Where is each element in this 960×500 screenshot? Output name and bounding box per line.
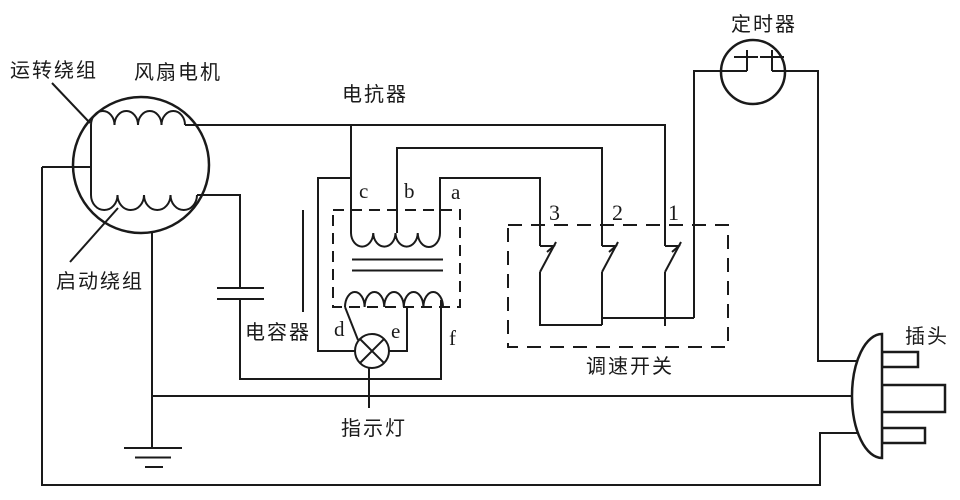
tap-f-label: f: [449, 326, 456, 350]
indicator-lamp-symbol: [354, 333, 390, 408]
tap-d-wire: [344, 306, 359, 341]
speed-switch-symbol: [507, 224, 729, 348]
switch-contact-2: [601, 241, 619, 325]
contact-2-barb: [608, 244, 618, 253]
starting-winding-pointer: [69, 207, 119, 263]
reactor-symbol: [332, 209, 461, 308]
fan-motor-label: 风扇电机: [134, 61, 222, 84]
switch-position-2-label: 2: [612, 200, 623, 225]
plug-prong-middle: [880, 383, 947, 414]
switch-position-1-label: 1: [668, 200, 679, 225]
speed-switch-label: 调速开关: [586, 355, 674, 378]
ground-symbol: [124, 447, 182, 468]
plug-label: 插头: [905, 325, 949, 348]
capacitor-symbol: [217, 210, 304, 312]
indicator-light-label: 指示灯: [341, 417, 407, 440]
running-winding-coil: [90, 110, 186, 126]
tap-b-wire: [396, 147, 603, 246]
running-winding-label: 运转绕组: [10, 59, 98, 82]
tap-a-wire: [439, 177, 541, 246]
timer-circle: [719, 38, 787, 106]
reactor-label: 电抗器: [342, 83, 408, 106]
lamp-cross: [359, 338, 385, 364]
plug-prong-bottom: [880, 426, 927, 445]
tap-e-wire: [389, 307, 408, 352]
timer-label: 定时器: [731, 13, 797, 36]
wiring: [41, 70, 862, 486]
tap-c-label: c: [359, 179, 368, 203]
capacitor-label: 电容器: [245, 321, 311, 344]
starting-winding-label: 启动绕组: [56, 270, 144, 293]
timer-to-plug-wire: [772, 70, 862, 362]
plug-symbol: [850, 332, 947, 460]
contact-3-output: [539, 272, 602, 326]
contact-1-barb: [671, 244, 681, 253]
switch-position-3-label: 3: [549, 200, 560, 225]
starting-winding-coil: [90, 194, 198, 211]
top-rail-wire: [185, 124, 666, 246]
plug-body: [850, 332, 884, 460]
tap-d-label: d: [334, 317, 345, 341]
fan-motor-symbol: [71, 95, 211, 235]
lamp-left-riser-wire: [317, 177, 355, 352]
motor-circle: [71, 95, 211, 235]
switch-contact-1: [664, 241, 682, 326]
timer-symbol: [719, 38, 787, 106]
capacitor-to-f-wire: [239, 299, 442, 380]
plug-prong-top: [880, 350, 920, 369]
running-winding-pointer: [51, 82, 91, 124]
reactor-top-coil: [350, 232, 441, 248]
tap-e-label: e: [391, 319, 400, 343]
bottom-loop-wire: [41, 167, 858, 486]
starting-to-capacitor-wire: [197, 194, 241, 288]
lamp-circle: [354, 333, 390, 369]
tap-b-label: b: [404, 179, 415, 203]
tap-a-label: a: [451, 180, 461, 204]
timer-left-riser-wire: [693, 70, 747, 318]
speed-switch-dashed-box: [507, 224, 729, 348]
contact-3-barb: [546, 244, 556, 253]
reactor-dashed-box: [332, 209, 461, 308]
reactor-bottom-coil: [344, 291, 444, 308]
switch-contact-3: [539, 241, 602, 326]
